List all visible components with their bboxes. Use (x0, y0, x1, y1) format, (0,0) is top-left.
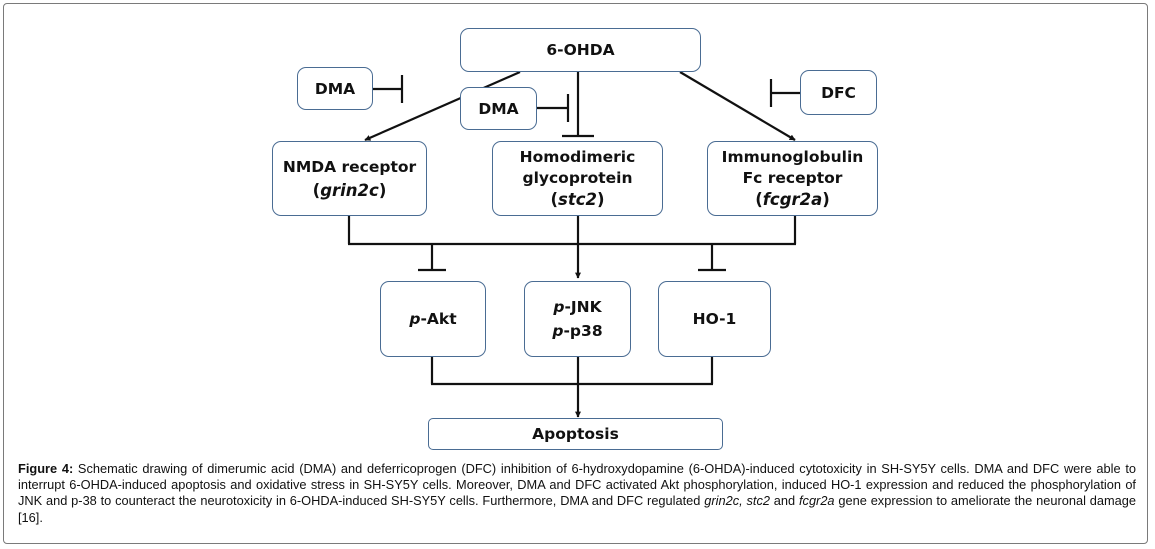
node-dma-left-label: DMA (314, 79, 356, 98)
paren-open: ( (550, 190, 558, 209)
node-jnk-label: p-JNK (553, 295, 601, 319)
node-immuno-gene-line: (fcgr2a) (755, 189, 830, 210)
node-dfc: DFC (800, 70, 877, 115)
caption-genes-2: fcgr2a (798, 493, 835, 509)
node-nmda-receptor: NMDA receptor (grin2c) (272, 141, 427, 216)
node-p38-prefix: p (552, 322, 564, 340)
node-dma-center-label: DMA (478, 99, 519, 118)
node-6-ohda-label: 6-OHDA (546, 41, 615, 59)
node-p-akt: p-Akt (380, 281, 486, 357)
node-ho-1: HO-1 (658, 281, 771, 357)
paren-open: ( (755, 190, 763, 209)
node-6-ohda: 6-OHDA (460, 28, 701, 72)
node-homodimeric-glycoprotein: Homodimeric glycoprotein (stc2) (492, 141, 663, 216)
caption-label: Figure 4: (18, 461, 74, 476)
node-homo-line2: glycoprotein (522, 169, 633, 187)
node-homo-line1: Homodimeric (519, 148, 636, 166)
caption-text-1: Schematic drawing of dimerumic acid (DMA… (18, 461, 1136, 509)
paren-close: ) (378, 180, 387, 200)
node-p38-rest: -p38 (563, 322, 603, 340)
caption-text-2: and (769, 493, 799, 509)
node-homo-gene: stc2 (558, 190, 597, 209)
node-immuno-line2: Fc receptor (742, 169, 843, 187)
figure-caption: Figure 4: Schematic drawing of dimerumic… (18, 461, 1136, 526)
node-apoptosis: Apoptosis (428, 418, 723, 450)
node-akt-prefix: p (409, 310, 421, 328)
node-immuno-line1: Immunoglobulin (721, 148, 864, 166)
node-nmda-gene-line: (grin2c) (313, 179, 387, 203)
node-akt-rest: -Akt (420, 310, 457, 328)
node-immunoglobulin-fc-receptor: Immunoglobulin Fc receptor (fcgr2a) (707, 141, 878, 216)
arrow-ohda-to-nmda (364, 70, 521, 142)
node-nmda-line1: NMDA receptor (282, 157, 417, 176)
arrow-ohda-to-immuno (679, 71, 796, 141)
figure-frame (3, 3, 1148, 544)
node-nmda-gene: grin2c (320, 180, 379, 200)
node-dma-center: DMA (460, 87, 537, 130)
node-homo-gene-line: (stc2) (550, 189, 604, 210)
node-ho1-label: HO-1 (692, 310, 737, 328)
node-p-jnk-p-p38: p-JNK p-p38 (524, 281, 631, 357)
node-jnk-prefix: p (553, 298, 565, 316)
node-dma-left: DMA (297, 67, 373, 110)
node-jnk-rest: -JNK (564, 298, 602, 316)
node-dfc-label: DFC (821, 83, 856, 102)
paren-close: ) (596, 190, 605, 209)
caption-text-3: gene expression to ameliorate the neuron… (18, 493, 1136, 525)
paren-open: ( (312, 180, 321, 200)
node-p38-label: p-p38 (552, 319, 602, 343)
caption-genes-1: grin2c, stc2 (704, 493, 770, 509)
paren-close: ) (822, 190, 830, 209)
node-immuno-gene: fcgr2a (762, 190, 823, 209)
node-apoptosis-label: Apoptosis (532, 425, 619, 443)
node-akt-label: p-Akt (409, 307, 456, 331)
